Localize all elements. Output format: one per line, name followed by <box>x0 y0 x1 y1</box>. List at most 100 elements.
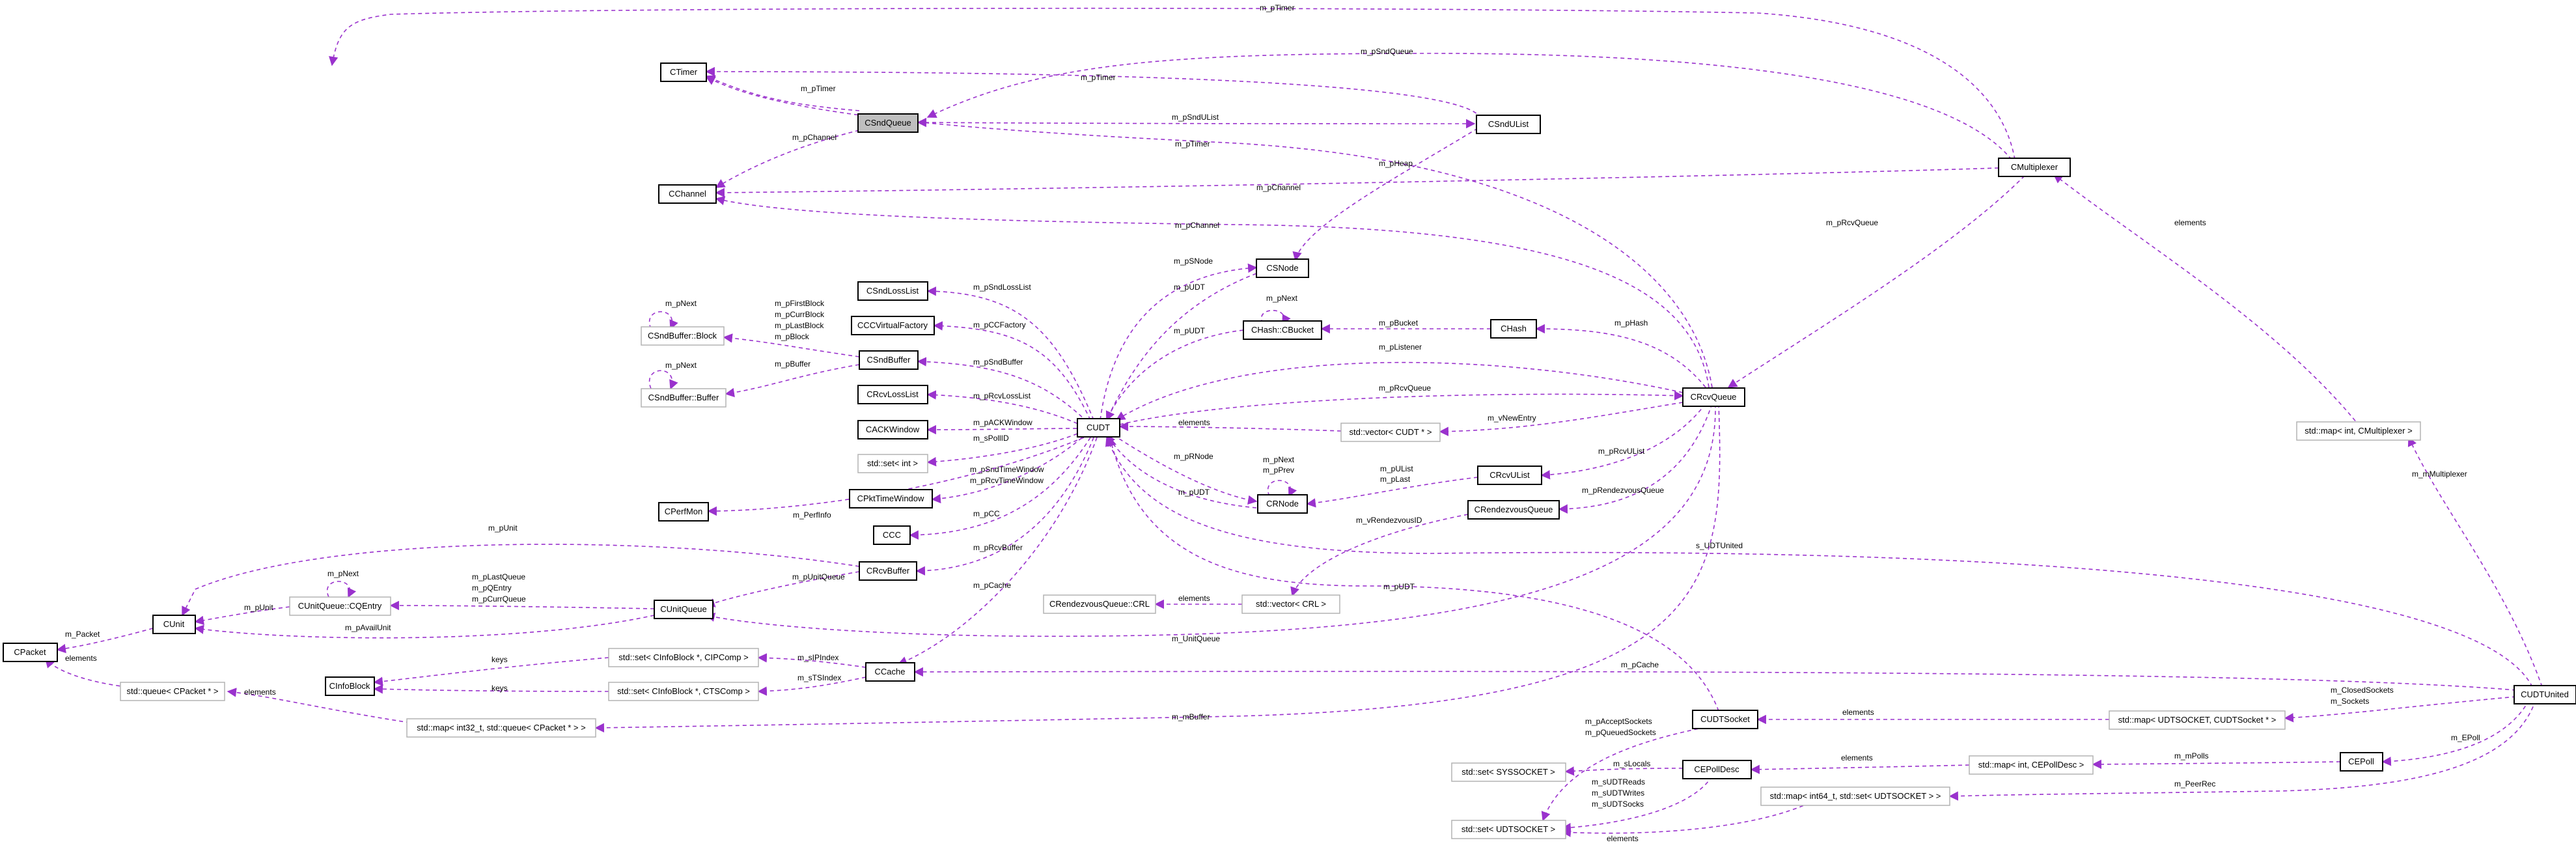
node-csndulist[interactable]: CSndUList <box>1476 115 1541 134</box>
node-cccvirtualfactory-label: CCCVirtualFactory <box>857 320 928 330</box>
node-cudtunited[interactable]: CUDTUnited <box>2514 685 2576 704</box>
edge-cudtsocket-setudtsocket <box>1541 725 1713 822</box>
node-set-syssocket[interactable]: std::set< SYSSOCKET > <box>1451 762 1566 782</box>
edge-label-mpacket: m_Packet <box>65 630 100 639</box>
node-cchannel[interactable]: CChannel <box>658 184 717 204</box>
node-csndbuffer-block[interactable]: CSndBuffer::Block <box>641 326 725 346</box>
node-cunitqueue-cqentry[interactable]: CUnitQueue::CQEntry <box>289 596 391 616</box>
node-cpacket[interactable]: CPacket <box>3 643 58 662</box>
node-set-int[interactable]: std::set< int > <box>857 454 928 473</box>
edge-crcvqueue-cudt-listener <box>1115 361 1683 421</box>
node-ccc[interactable]: CCC <box>873 525 911 545</box>
edge-setcipcomp-cinfoblock <box>373 657 609 686</box>
edge-label-mpolls: m_mPolls <box>2174 751 2209 760</box>
node-cudt[interactable]: CUDT <box>1077 418 1120 438</box>
node-ccache[interactable]: CCache <box>865 662 915 682</box>
edge-label-multiplexer-psndqueue: m_pSndQueue <box>1361 47 1413 56</box>
node-set-cipcomp[interactable]: std::set< CInfoBlock *, CIPComp > <box>608 648 759 667</box>
node-csndlosslist[interactable]: CSndLossList <box>857 281 928 301</box>
edge-label-plastblock: m_pLastBlock <box>775 321 824 330</box>
node-crendezvousqueue-crl[interactable]: CRendezvousQueue::CRL <box>1043 594 1156 614</box>
node-queue-cpacket[interactable]: std::queue< CPacket * > <box>120 682 225 701</box>
edge-ccache-setcipcomp <box>757 653 866 668</box>
edge-crendezvousqueue-vectorcrl <box>1290 514 1469 597</box>
node-csndbuffer-buffer-label: CSndBuffer::Buffer <box>648 393 719 402</box>
node-map-int-cepolldesc[interactable]: std::map< int, CEPollDesc > <box>1969 755 2094 775</box>
node-cepoll[interactable]: CEPoll <box>2340 752 2383 772</box>
node-crendezvousqueue[interactable]: CRendezvousQueue <box>1467 500 1560 520</box>
edge-crcvqueue-crcvulist <box>1540 403 1706 480</box>
node-chash[interactable]: CHash <box>1490 319 1537 339</box>
edge-label-epoll: m_EPoll <box>2451 733 2480 742</box>
edge-cudt-ccache <box>897 437 1098 665</box>
edge-label-closedsockets: m_ClosedSockets <box>2331 686 2394 695</box>
edge-label-mapint32-elements: elements <box>244 688 276 697</box>
node-crcvbuffer[interactable]: CRcvBuffer <box>859 561 917 581</box>
edge-label-sockets: m_Sockets <box>2331 697 2369 706</box>
node-cunitqueue[interactable]: CUnitQueue <box>654 600 713 619</box>
node-crcvlosslist[interactable]: CRcvLossList <box>857 385 928 404</box>
edge-csndbuffer-block <box>723 333 860 357</box>
node-crcvqueue[interactable]: CRcvQueue <box>1682 387 1745 407</box>
edge-label-pheap: m_pHeap <box>1379 159 1413 168</box>
node-chash-cbucket[interactable]: CHash::CBucket <box>1243 320 1322 340</box>
node-map-int32-queue[interactable]: std::map< int32_t, std::queue< CPacket *… <box>406 718 596 738</box>
edge-label-queue-elements: elements <box>65 654 97 663</box>
edge-label-vnewentry: m_vNewEntry <box>1488 413 1536 423</box>
edge-label-vrendezvousid: m_vRendezvousID <box>1356 516 1422 525</box>
edge-label-pbucket: m_pBucket <box>1379 318 1419 327</box>
node-cccvirtualfactory[interactable]: CCCVirtualFactory <box>851 316 935 335</box>
edge-label-packwindow: m_pACKWindow <box>973 418 1032 427</box>
node-set-ctscomp-label: std::set< CInfoBlock *, CTSComp > <box>617 686 750 696</box>
node-cepolldesc[interactable]: CEPollDesc <box>1682 760 1752 779</box>
edge-label-pcc: m_pCC <box>973 509 1000 518</box>
edge-label-paccepsockets: m_pAcceptSockets <box>1585 717 1652 726</box>
node-csndbuffer-buffer[interactable]: CSndBuffer::Buffer <box>641 388 727 408</box>
edge-multiplexer-csndqueue <box>926 53 2012 160</box>
edge-label-plastqueue: m_pLastQueue <box>472 572 525 581</box>
node-crnode[interactable]: CRNode <box>1257 494 1308 514</box>
edge-label-mapintmultiplexer-elements: elements <box>2174 218 2206 227</box>
edge-crcvbuffer-cunit <box>182 544 860 617</box>
edge-label-sudtreads: m_sUDTReads <box>1592 777 1645 786</box>
edge-cudtunited-mapintmultiplexer <box>2407 436 2543 688</box>
node-cunit[interactable]: CUnit <box>152 615 196 634</box>
edge-label-mapudtsocket-elements: elements <box>1842 708 1874 717</box>
node-csndbuffer[interactable]: CSndBuffer <box>859 350 919 370</box>
node-crcvulist[interactable]: CRcvUList <box>1477 466 1542 485</box>
edge-cudt-csndbuffer <box>917 357 1088 423</box>
edge-label-cudtsocket-pudt: m_pUDT <box>1383 582 1415 591</box>
node-cackwindow[interactable]: CACKWindow <box>857 420 928 439</box>
node-map-int-multiplexer[interactable]: std::map< int, CMultiplexer > <box>2296 421 2421 441</box>
edge-label-prcvlosslist: m_pRcvLossList <box>973 391 1031 400</box>
edge-cqentry-cunit <box>194 606 290 625</box>
node-cinfoblock-label: CInfoBlock <box>329 681 370 691</box>
node-vector-crl[interactable]: std::vector< CRL > <box>1241 594 1340 614</box>
edge-csnode-cudt-pudt <box>1106 273 1257 421</box>
node-ctimer[interactable]: CTimer <box>660 63 707 82</box>
edge-label-crcvqueue-pchannel: m_pChannel <box>1175 221 1219 230</box>
node-map-udtsocket-cudtsocket[interactable]: std::map< UDTSOCKET, CUDTSocket * > <box>2109 710 2286 730</box>
node-set-udtsocket[interactable]: std::set< UDTSOCKET > <box>1451 820 1566 839</box>
node-set-udtsocket-label: std::set< UDTSOCKET > <box>1461 824 1555 834</box>
edge-crcvqueue-mapint32 <box>594 403 1721 732</box>
node-cinfoblock[interactable]: CInfoBlock <box>325 676 375 696</box>
node-csndqueue[interactable]: CSndQueue <box>857 113 919 133</box>
edge-label-crnode-pnext: m_pNext <box>1263 455 1295 464</box>
edge-cudtunited-cepoll <box>2381 699 2530 766</box>
edge-cudtsocket-cudt <box>1107 436 1719 712</box>
node-vector-cudt[interactable]: std::vector< CUDT * > <box>1340 423 1441 442</box>
edge-label-pulist: m_pUList <box>1380 464 1413 473</box>
node-csndlosslist-label: CSndLossList <box>866 286 919 296</box>
node-cudtsocket[interactable]: CUDTSocket <box>1692 710 1758 729</box>
edge-label-csnode-pudt: m_pUDT <box>1174 283 1206 292</box>
node-cpkttimewindow[interactable]: CPktTimeWindow <box>849 489 933 508</box>
node-cmultiplexer[interactable]: CMultiplexer <box>1998 158 2071 177</box>
node-cperfmon[interactable]: CPerfMon <box>658 502 709 522</box>
node-set-ctscomp[interactable]: std::set< CInfoBlock *, CTSComp > <box>608 682 759 701</box>
node-csnode[interactable]: CSNode <box>1256 258 1309 278</box>
node-map-int64-set[interactable]: std::map< int64_t, std::set< UDTSOCKET >… <box>1760 786 1950 806</box>
edge-crcvqueue-ctimer <box>705 76 1713 388</box>
node-map-int32-queue-label: std::map< int32_t, std::queue< CPacket *… <box>417 723 585 732</box>
edge-mapint64-setudtsocket <box>1561 802 1810 837</box>
